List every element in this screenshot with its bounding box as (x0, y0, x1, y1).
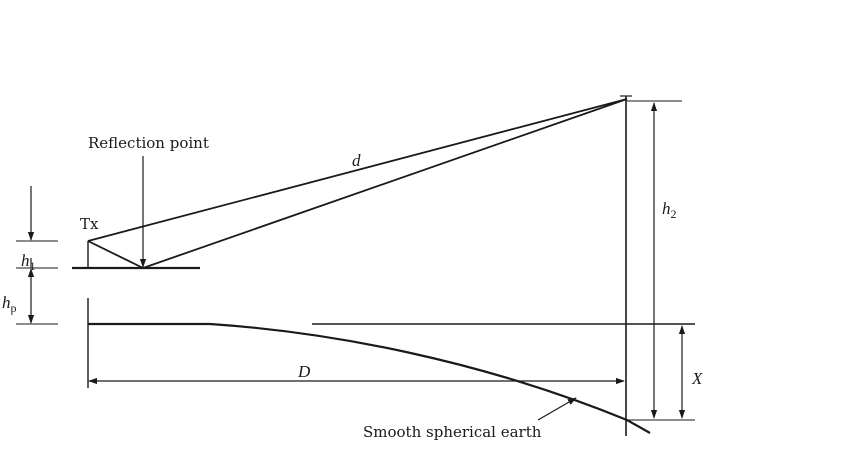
h1-label: h1 (21, 251, 36, 273)
hp-label: hp (2, 293, 17, 315)
earth-pointer-arrow (537, 397, 577, 421)
tx-label: Tx (80, 215, 99, 233)
reflection-point-label: Reflection point (88, 134, 209, 152)
earth-curve (88, 322, 651, 434)
reflected-ray (142, 98, 628, 269)
D-label: D (297, 362, 311, 381)
h2-label: h2 (662, 199, 677, 221)
direct-ray (87, 98, 628, 242)
earth-label: Smooth spherical earth (363, 423, 542, 441)
X-label: X (691, 369, 703, 388)
incident-ray (87, 240, 144, 269)
direct-ray-label: d (352, 151, 361, 170)
